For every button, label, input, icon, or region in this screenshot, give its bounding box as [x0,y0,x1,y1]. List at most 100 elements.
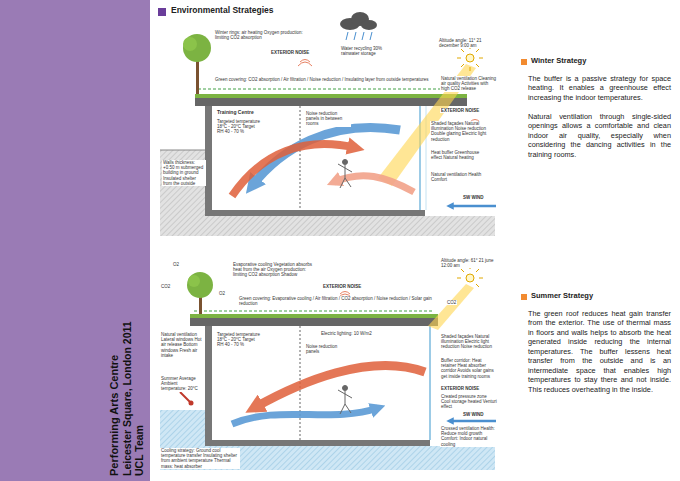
winter-section [195,94,467,98]
summer-section [345,394,352,398]
summer-section [187,272,213,298]
header-marks [158,8,166,16]
summer-section [205,440,430,446]
annotation-label: O2 [172,262,180,267]
summer-section [189,401,194,406]
annotation-label: EXTERIOR NOISE [440,108,480,113]
header-marks [521,59,527,65]
summer-section [254,365,425,408]
summer-section [476,284,479,287]
summer-section [476,269,479,272]
annotation-label: Green covering: Evaporative cooling / Ai… [238,296,435,306]
summer-section [466,274,474,282]
winter-section [361,20,377,30]
annotation-label: Shaded façades Natural illumination Elec… [440,334,498,350]
annotation-label: Green covering: CO2 absorption / Air fil… [214,77,431,82]
annotation-label: EXTERIOR NOISE [440,386,480,391]
section-heading: Summer Strategy [531,292,593,301]
winter-section [299,106,301,210]
summer-section [429,326,431,440]
winter-section [195,98,467,106]
winter-section [470,67,471,71]
summer-section [450,420,496,423]
project-caption: Performing Arts Centre [108,304,121,476]
winter-section [476,49,479,52]
annotation-label: Heat buffer Greenhouse effect Natural he… [430,150,487,160]
winter-section [457,45,483,71]
project-caption: UCL Team [133,304,145,476]
winter-section [479,58,483,59]
annotation-label: Electric lighting: 10 W/m2 [320,331,373,336]
winter-section [346,32,348,40]
summer-section [194,311,434,312]
winter-section [461,64,464,67]
winter-section [183,34,211,62]
annotation-label: Natural ventilation Cleaning air quality… [440,76,498,92]
annotation-label: Crossed ventilation Health: Reduce mold … [440,426,498,447]
annotation-label: CO2 [446,300,457,305]
body-text: Natural ventilation through single-sided… [528,112,671,159]
annotation-label: O2 [218,291,226,296]
annotation-label: Noise reduction panels in between rooms [305,111,351,127]
header-marks [158,8,527,300]
summer-section [338,390,345,394]
annotation-label: EXTERIOR NOISE [270,50,310,55]
summer-section [479,278,483,279]
winter-section [205,106,212,216]
summer-section [428,284,474,330]
annotation-label: Buffer corridor: Heat retainer Heat abso… [440,358,498,379]
winter-section [160,150,205,151]
summer-section [232,408,378,424]
annotation-label: Created pressure zone Cool storage heate… [440,394,498,410]
summer-section [205,326,212,446]
annotation-label: Altitude angle: 11° 21 december 9:00 am [438,38,498,48]
annotation-label: Targeted temperature 18°C - 20°C Target … [216,119,262,135]
winter-section [340,178,345,188]
winter-section [345,168,352,172]
summer-section [190,314,438,318]
winter-section [334,176,414,192]
annotation-label: Targeted temperature 18°C - 20°C Target … [216,332,262,348]
winter-section [354,32,356,40]
winter-section [183,37,197,51]
header-marks [521,294,527,300]
page-title: Environmental Strategies [171,6,274,16]
winter-section [198,89,462,90]
winter-section [370,32,372,40]
summer-section [180,392,190,402]
annotation-label: Walls thickness: +0.50 m submerged build… [162,160,206,186]
project-caption: Leicester Square, London 2011 [121,304,133,476]
summer-section [457,278,461,279]
body-text: The buffer is a passive strategy for spa… [528,74,671,102]
winter-section [232,144,356,196]
summer-section [188,275,200,287]
winter-section [457,58,461,59]
annotation-label: Natural ventilation Health Comfort [430,172,487,182]
summer-section [338,386,352,415]
winter-section [419,106,421,210]
body-text: The green roof reduces heat gain transfe… [528,309,671,394]
summer-section [461,269,464,272]
summer-section [340,404,345,414]
winter-section [205,210,425,216]
side-band: Performing Arts CentreLeicester Square, … [0,0,150,481]
winter-section [338,160,352,189]
annotation-label: Training Centre [216,110,255,116]
winter-section [338,164,345,168]
winter-section [343,160,348,165]
summer-section [190,318,438,326]
winter-section [476,64,479,67]
band-text-group: Performing Arts CentreLeicester Square, … [108,304,145,476]
winter-section [345,165,346,178]
annotation-label: Shaded façades Natural illumination Nois… [430,121,490,142]
winter-section [196,58,199,94]
annotation-label: SW WIND [462,412,485,417]
annotation-label: Evaporative cooling Vegetation absorbs h… [232,262,316,278]
annotation-label: Summer Average Ambient temperature: 20°C [160,376,205,392]
annotation-label: Winter rings: air heating Oxygen product… [214,30,308,40]
winter-section [450,205,496,208]
annotation-label: SW WIND [462,195,485,200]
winter-section [298,62,312,66]
winter-section [466,54,474,62]
summer-section [345,391,346,404]
